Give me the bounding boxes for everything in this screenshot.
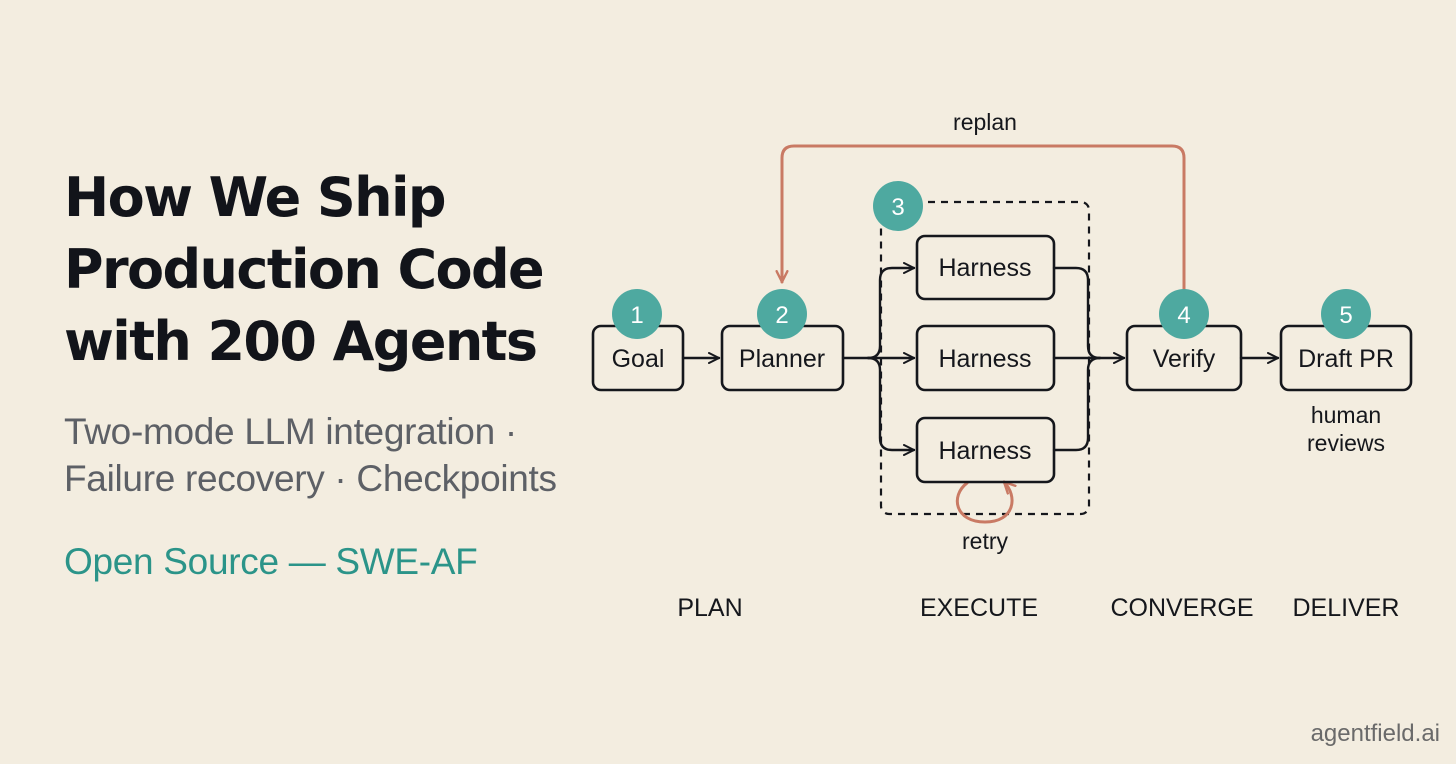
step-badge-2: 2	[757, 289, 807, 339]
draft-pr-label: Draft PR	[1298, 345, 1394, 373]
replan-arrow	[782, 144, 1186, 294]
brand-watermark: agentfield.ai	[1310, 720, 1440, 747]
planner-fanout	[841, 268, 914, 360]
harness-node-3: Harness	[915, 416, 1056, 484]
svg-text:3: 3	[891, 194, 904, 221]
step-badge-3: 3	[873, 181, 923, 231]
svg-text:4: 4	[1177, 302, 1190, 329]
harness1-to-verify	[1052, 266, 1102, 360]
harness-label: Harness	[938, 437, 1031, 465]
stage-label-deliver: DELIVER	[1293, 594, 1400, 622]
title-line: How We Ship	[64, 166, 447, 229]
page-subtitle: Two-mode LLM integration · Failure recov…	[64, 408, 624, 502]
title-line: Production Code	[64, 238, 545, 301]
retry-label: retry	[962, 528, 1009, 554]
planner-label: Planner	[739, 345, 825, 373]
human-reviews-note-line: human	[1311, 402, 1381, 428]
harness-label: Harness	[938, 345, 1031, 373]
replan-label: replan	[953, 109, 1017, 135]
svg-text:1: 1	[630, 302, 643, 329]
subtitle-line: Failure recovery · Checkpoints	[64, 458, 557, 499]
stage-label-converge: CONVERGE	[1110, 594, 1253, 622]
harness-node-1: Harness	[915, 234, 1056, 301]
draft-pr-node: Draft PR	[1279, 324, 1413, 392]
harness-node-2: Harness	[915, 324, 1056, 392]
stage-label-execute: EXECUTE	[920, 594, 1038, 622]
stage-label-plan: PLAN	[677, 594, 742, 622]
planner-to-harness3-arrow	[866, 356, 916, 456]
goal-label: Goal	[612, 345, 665, 373]
step-badge-4: 4	[1159, 289, 1209, 339]
page-title: How We Ship Production Code with 200 Age…	[64, 162, 624, 378]
step-badge-1: 1	[612, 289, 662, 339]
subtitle-line: Two-mode LLM integration ·	[64, 411, 517, 452]
title-line: with 200 Agents	[64, 310, 538, 373]
harness-label: Harness	[938, 254, 1031, 282]
svg-text:2: 2	[775, 302, 788, 329]
harness3-to-verify	[1052, 356, 1102, 452]
step-badge-5: 5	[1321, 289, 1371, 339]
svg-text:5: 5	[1339, 302, 1352, 329]
open-source-link[interactable]: Open Source — SWE-AF	[64, 541, 478, 582]
retry-arrow	[955, 480, 1012, 524]
verify-label: Verify	[1153, 345, 1216, 373]
human-reviews-note-line: reviews	[1307, 430, 1385, 456]
